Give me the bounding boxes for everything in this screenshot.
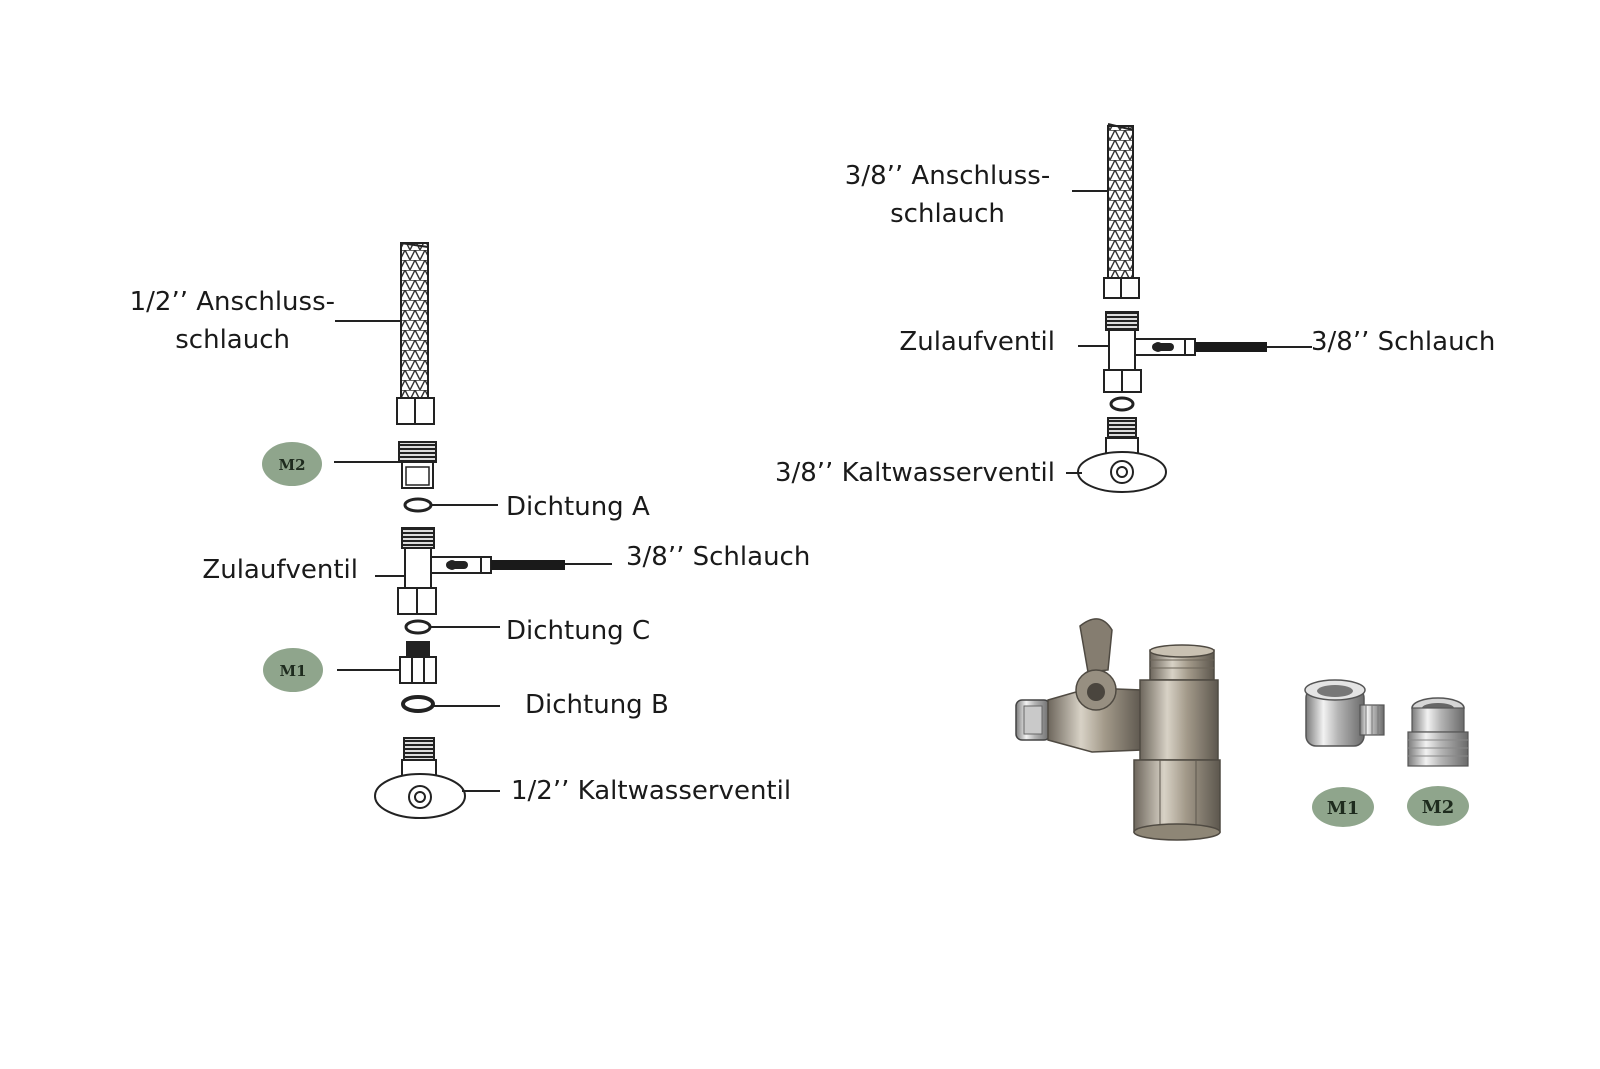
left-inlet-valve-label: Zulaufventil <box>202 555 358 585</box>
right-assembly <box>1066 123 1312 493</box>
product-photo: M1 M2 <box>1015 618 1469 841</box>
left-assembly: M2 M1 <box>262 242 612 819</box>
left-badge-m2-text: M2 <box>278 456 305 474</box>
tee-valve-photo <box>1015 618 1221 841</box>
left-badge-m2: M2 <box>262 442 322 486</box>
photo-badge-m2: M2 <box>1407 786 1469 826</box>
left-badge-m1: M1 <box>263 648 323 692</box>
right-inlet-valve-label: Zulaufventil <box>899 327 1055 357</box>
left-braided-hose <box>396 242 435 425</box>
left-badge-m1-text: M1 <box>279 662 306 680</box>
seal-b-ring <box>401 695 435 713</box>
left-tube-label: 3/8’’ Schlauch <box>626 542 811 572</box>
right-cold-valve-label: 3/8’’ Kaltwasserventil <box>774 458 1055 488</box>
adapter-m1-photo <box>1304 679 1385 747</box>
right-tube-label: 3/8’’ Schlauch <box>1311 327 1496 357</box>
seal-b-label: Dichtung B <box>525 690 669 720</box>
photo-badge-m1: M1 <box>1312 787 1374 827</box>
right-hose-label: 3/8’’ Anschluss- schlauch <box>840 157 1055 233</box>
left-hose-label: 1/2’’ Anschluss- schlauch <box>100 283 335 359</box>
left-adapter-m2 <box>398 441 437 489</box>
right-hose-label-line1: 3/8’’ Anschluss- <box>844 161 1051 191</box>
seal-c-label: Dichtung C <box>506 616 651 646</box>
left-cold-valve-label: 1/2’’ Kaltwasserventil <box>511 776 792 806</box>
photo-badge-m2-text: M2 <box>1422 797 1454 818</box>
seal-a-ring <box>403 497 433 513</box>
right-cold-water-valve <box>1077 417 1167 493</box>
seal-a-label: Dichtung A <box>506 492 650 522</box>
left-hose-label-line2: schlauch <box>175 325 290 355</box>
right-hose-label-line2: schlauch <box>890 199 1005 229</box>
left-inlet-valve <box>397 527 565 615</box>
left-adapter-m1 <box>399 641 437 684</box>
left-hose-label-line1: 1/2’’ Anschluss- <box>129 287 335 317</box>
left-cold-water-valve <box>374 737 466 819</box>
photo-badge-m1-text: M1 <box>1327 798 1359 819</box>
adapter-m2-photo <box>1407 697 1469 767</box>
right-seal-ring <box>1109 396 1135 412</box>
right-inlet-valve <box>1103 311 1267 393</box>
right-braided-hose <box>1103 123 1140 299</box>
seal-c-ring <box>404 619 432 635</box>
